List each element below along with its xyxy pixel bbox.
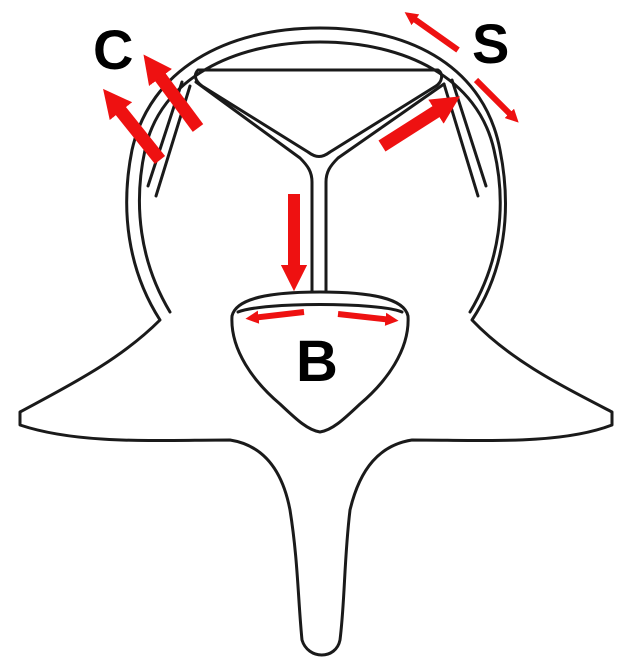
label-c: C xyxy=(93,22,133,78)
label-b: B xyxy=(296,333,338,391)
label-s: S xyxy=(472,16,509,72)
